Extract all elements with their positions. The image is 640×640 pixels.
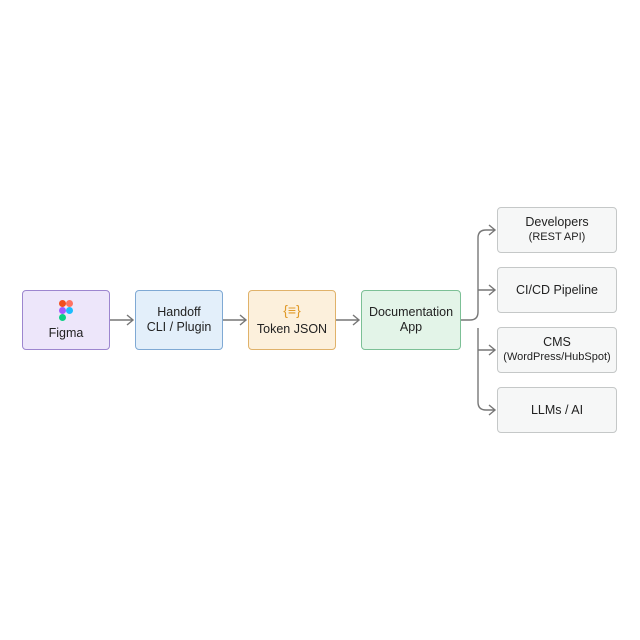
output-developers: Developers (REST API) [497,207,617,253]
node-label-2: App [399,320,423,334]
output-label: Developers [525,215,589,229]
node-label: Figma [48,325,84,340]
output-label: LLMs / AI [530,402,584,417]
output-sublabel: (WordPress/HubSpot) [503,351,611,363]
output-label: CMS [543,335,571,349]
output-cms: CMS (WordPress/HubSpot) [497,327,617,373]
node-label: Handoff [157,305,201,319]
node-label: Documentation [368,305,454,319]
node-label: Token JSON [256,322,328,336]
node-figma: Figma [22,290,110,350]
node-handoff: Handoff CLI / Plugin [135,290,223,350]
node-documentation-app: Documentation App [361,290,461,350]
json-braces-icon: {≡} [283,302,301,318]
node-token-json: {≡} Token JSON [248,290,336,350]
figma-logo-icon [59,299,73,321]
output-label: CI/CD Pipeline [516,282,598,297]
node-label-2: CLI / Plugin [146,320,212,334]
output-sublabel: (REST API) [528,231,586,243]
output-llms: LLMs / AI [497,387,617,433]
output-cicd: CI/CD Pipeline [497,267,617,313]
